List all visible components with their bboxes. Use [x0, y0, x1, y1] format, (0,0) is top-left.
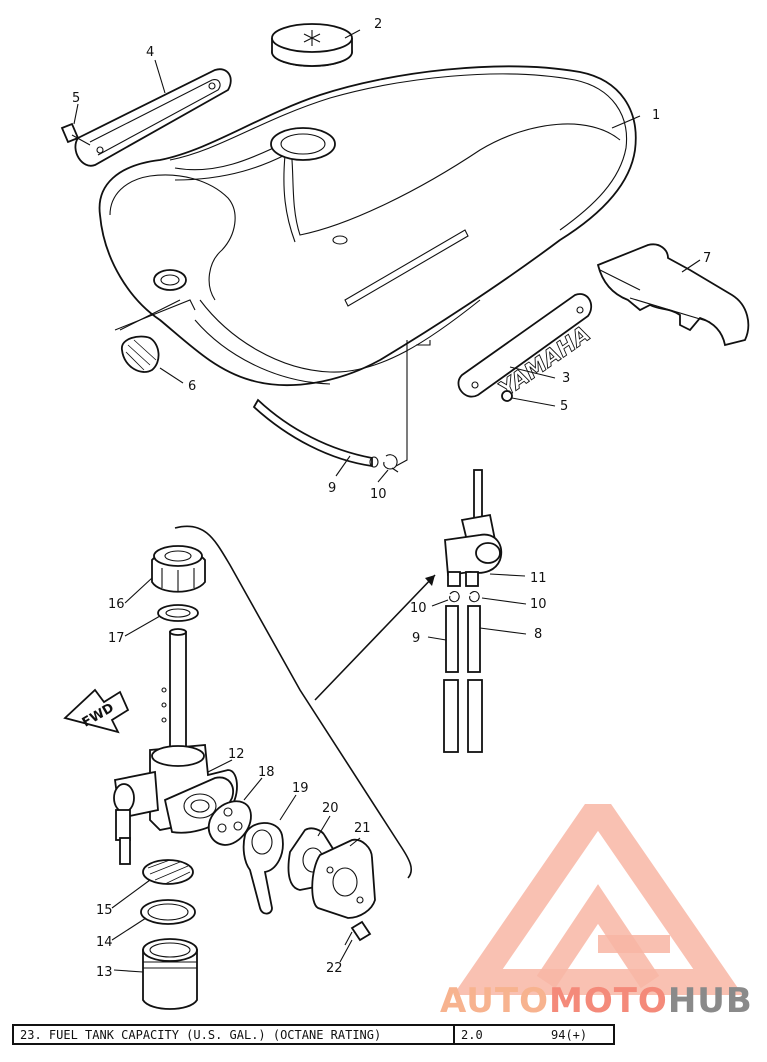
callout-6: 6: [188, 379, 196, 394]
tank-emblem: YAMAHA: [457, 293, 596, 403]
callout-5-upper: 5: [72, 91, 80, 106]
callout-5-lower: 5: [560, 399, 568, 414]
seal-ring: [157, 604, 199, 622]
callout-14: 14: [96, 935, 113, 950]
watermark-wordmark: AUTOMOTOHUB: [440, 981, 753, 1021]
petcock-body: [113, 744, 238, 865]
stand-pipe: [161, 628, 187, 751]
fuel-cap: [271, 23, 353, 67]
callout-16: 16: [108, 597, 125, 612]
callout-9-assembled: 9: [412, 631, 420, 646]
tank-damper: [596, 243, 750, 347]
callout-7: 7: [703, 251, 711, 266]
callout-1: 1: [652, 108, 660, 123]
callout-2: 2: [374, 17, 382, 32]
spec-capacity: 2.0: [461, 1027, 483, 1042]
callout-numbers: 1 2 3 4 5 5 6 7 8 9 9 10 10 10 11 12 13 …: [72, 17, 711, 980]
petcock-leader-lines: [111, 577, 361, 973]
fuel-pipe-top: [252, 398, 379, 468]
sediment-cup: [142, 938, 198, 1010]
callout-4: 4: [146, 45, 154, 60]
tank-leader-lines: [73, 29, 701, 483]
petcock-lever: [242, 822, 284, 915]
callout-17: 17: [108, 631, 125, 646]
callout-10-right: 10: [530, 597, 547, 612]
callout-12: 12: [228, 747, 245, 762]
spec-table-row: 23. FUEL TANK CAPACITY (U.S. GAL.) (OCTA…: [12, 1024, 615, 1045]
lever-gasket: [207, 800, 252, 846]
callout-22: 22: [326, 961, 343, 976]
fuel-pipes-assembled: [427, 605, 527, 753]
spec-octane: 94(+): [551, 1027, 588, 1042]
autmotohub-logo-mark: [453, 804, 743, 995]
callout-8: 8: [534, 627, 542, 642]
callout-13: 13: [96, 965, 113, 980]
callout-3: 3: [562, 371, 570, 386]
union-nut: [151, 545, 206, 593]
callout-10-left: 10: [410, 601, 427, 616]
spec-label: 23. FUEL TANK CAPACITY (U.S. GAL.) (OCTA…: [14, 1026, 455, 1043]
callout-18: 18: [258, 765, 275, 780]
fwd-arrow: FWD: [63, 688, 130, 734]
watermark-hub: HUB: [667, 981, 753, 1021]
screw-5-lower: [501, 390, 513, 402]
lever-plate: [311, 838, 376, 919]
lever-screw: [344, 920, 372, 946]
petcock-assembly: [444, 469, 526, 587]
callout-11: 11: [530, 571, 547, 586]
hose-clips-assembled: [431, 591, 527, 607]
fuel-filter: [142, 859, 194, 885]
callout-9-top: 9: [328, 481, 336, 496]
o-ring: [140, 899, 196, 925]
callout-20: 20: [322, 801, 339, 816]
detail-arrow: [314, 574, 436, 701]
watermark-auto: AUTO: [440, 981, 549, 1021]
watermark-moto: MOTO: [548, 981, 668, 1021]
petcock-detail-boundary: [174, 525, 412, 879]
callout-10-top: 10: [370, 487, 387, 502]
callout-15: 15: [96, 903, 113, 918]
callout-19: 19: [292, 781, 309, 796]
screw-5-upper: [60, 122, 91, 146]
callout-21: 21: [354, 821, 371, 836]
fuel-tank: [98, 65, 637, 386]
side-plate: [74, 68, 232, 167]
hose-clip-top: [383, 454, 399, 473]
